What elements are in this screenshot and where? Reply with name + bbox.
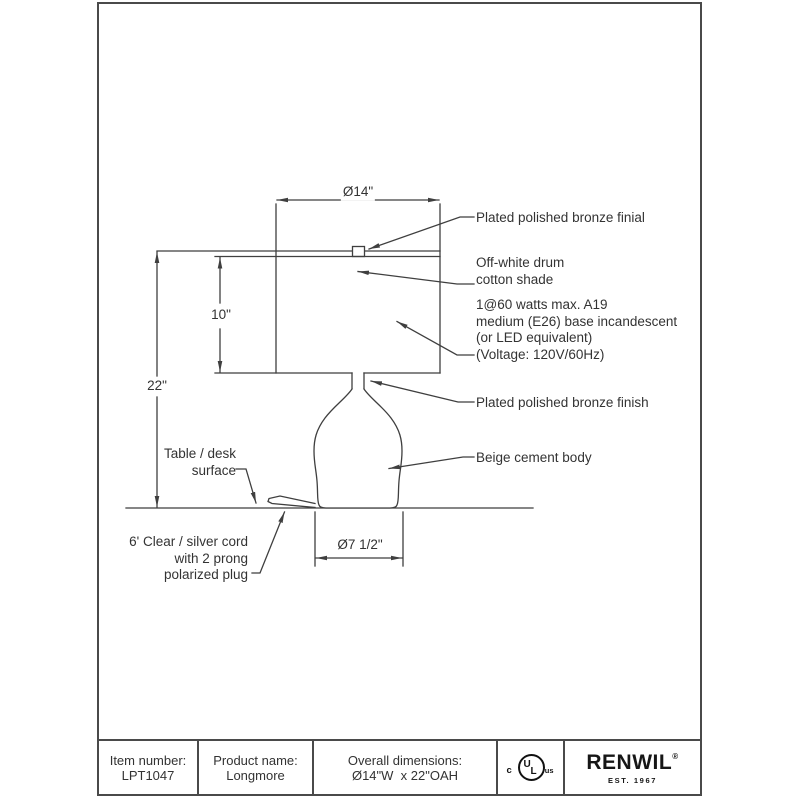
- item-number-cell: Item number: LPT1047: [99, 741, 197, 794]
- leader-bulb: [396, 320, 475, 356]
- note-shade: Off-white drum cotton shade: [476, 255, 564, 288]
- item-number-label: Item number:: [109, 752, 187, 768]
- renwil-logo: RENWIL® EST. 1967: [586, 747, 678, 788]
- dim-label-shade-diameter: Ø14": [340, 183, 376, 201]
- finial-shape: [351, 245, 366, 258]
- note-cord-line3: polarized plug: [163, 567, 248, 582]
- leader-cord: [251, 511, 286, 574]
- note-cord: 6' Clear / silver cord with 2 prong pola…: [118, 534, 248, 584]
- cul-us-listed-icon: c U L us: [506, 751, 556, 785]
- ul-circle: U L: [517, 753, 545, 781]
- note-shade-line2: cotton shade: [476, 271, 554, 287]
- product-name-value: Longmore: [226, 767, 285, 783]
- brand-name-text: RENWIL: [586, 751, 673, 774]
- ul-c-letter: c: [506, 764, 512, 776]
- note-bulb: 1@60 watts max. A19 medium (E26) base in…: [476, 297, 677, 363]
- sheet-border-frame: [97, 2, 702, 796]
- leader-body: [388, 456, 475, 470]
- note-surface-line2: surface: [191, 462, 236, 478]
- note-finish: Plated polished bronze finish: [476, 395, 649, 410]
- product-name-label: Product name:: [213, 752, 298, 768]
- note-bulb-line4: (Voltage: 120V/60Hz): [476, 346, 605, 362]
- note-bulb-line1: 1@60 watts max. A19: [476, 297, 608, 312]
- leader-shade: [357, 270, 475, 285]
- note-cord-line2: with 2 prong: [174, 550, 248, 566]
- overall-dimensions-label: Overall dimensions:: [347, 752, 463, 768]
- dim-label-shade-height: 10": [209, 306, 233, 324]
- title-block: Item number: LPT1047 Product name: Longm…: [97, 739, 702, 796]
- note-finial: Plated polished bronze finial: [476, 210, 645, 225]
- brand-established-text: EST. 1967: [607, 776, 657, 785]
- item-number-value: LPT1047: [121, 767, 175, 783]
- dim-label-overall-height: 22": [145, 377, 169, 395]
- product-name-cell: Product name: Longmore: [199, 741, 312, 794]
- registered-mark-icon: ®: [672, 752, 679, 761]
- leader-finial: [368, 216, 475, 250]
- note-shade-line1: Off-white drum: [476, 255, 565, 270]
- brand-cell: RENWIL® EST. 1967: [565, 741, 700, 794]
- ul-listed-cell: c U L us: [498, 741, 563, 794]
- title-block-divider: [197, 741, 199, 794]
- dim-label-base-diameter: Ø7 1/2": [335, 536, 385, 554]
- title-block-divider: [312, 741, 314, 794]
- cord-plug-shape: [267, 495, 316, 509]
- ul-letter-l: L: [530, 765, 537, 777]
- overall-dimensions-value: Ø14"W x 22"OAH: [351, 767, 459, 783]
- leader-surface: [235, 468, 257, 504]
- note-surface-line1: Table / desk: [163, 446, 236, 461]
- leader-finish: [370, 380, 475, 403]
- note-bulb-line2: medium (E26) base incandescent: [476, 313, 678, 329]
- ul-letter-u: U: [523, 758, 531, 770]
- title-block-divider: [563, 741, 565, 794]
- note-body: Beige cement body: [476, 450, 592, 465]
- note-surface: Table / desk surface: [120, 446, 236, 479]
- title-block-divider: [496, 741, 498, 794]
- ul-us-letters: us: [544, 765, 554, 775]
- note-cord-line1: 6' Clear / silver cord: [129, 534, 248, 549]
- lamp-body-outline: [313, 388, 403, 509]
- note-bulb-line3: (or LED equivalent): [476, 330, 593, 345]
- overall-dimensions-cell: Overall dimensions: Ø14"W x 22"OAH: [314, 741, 496, 794]
